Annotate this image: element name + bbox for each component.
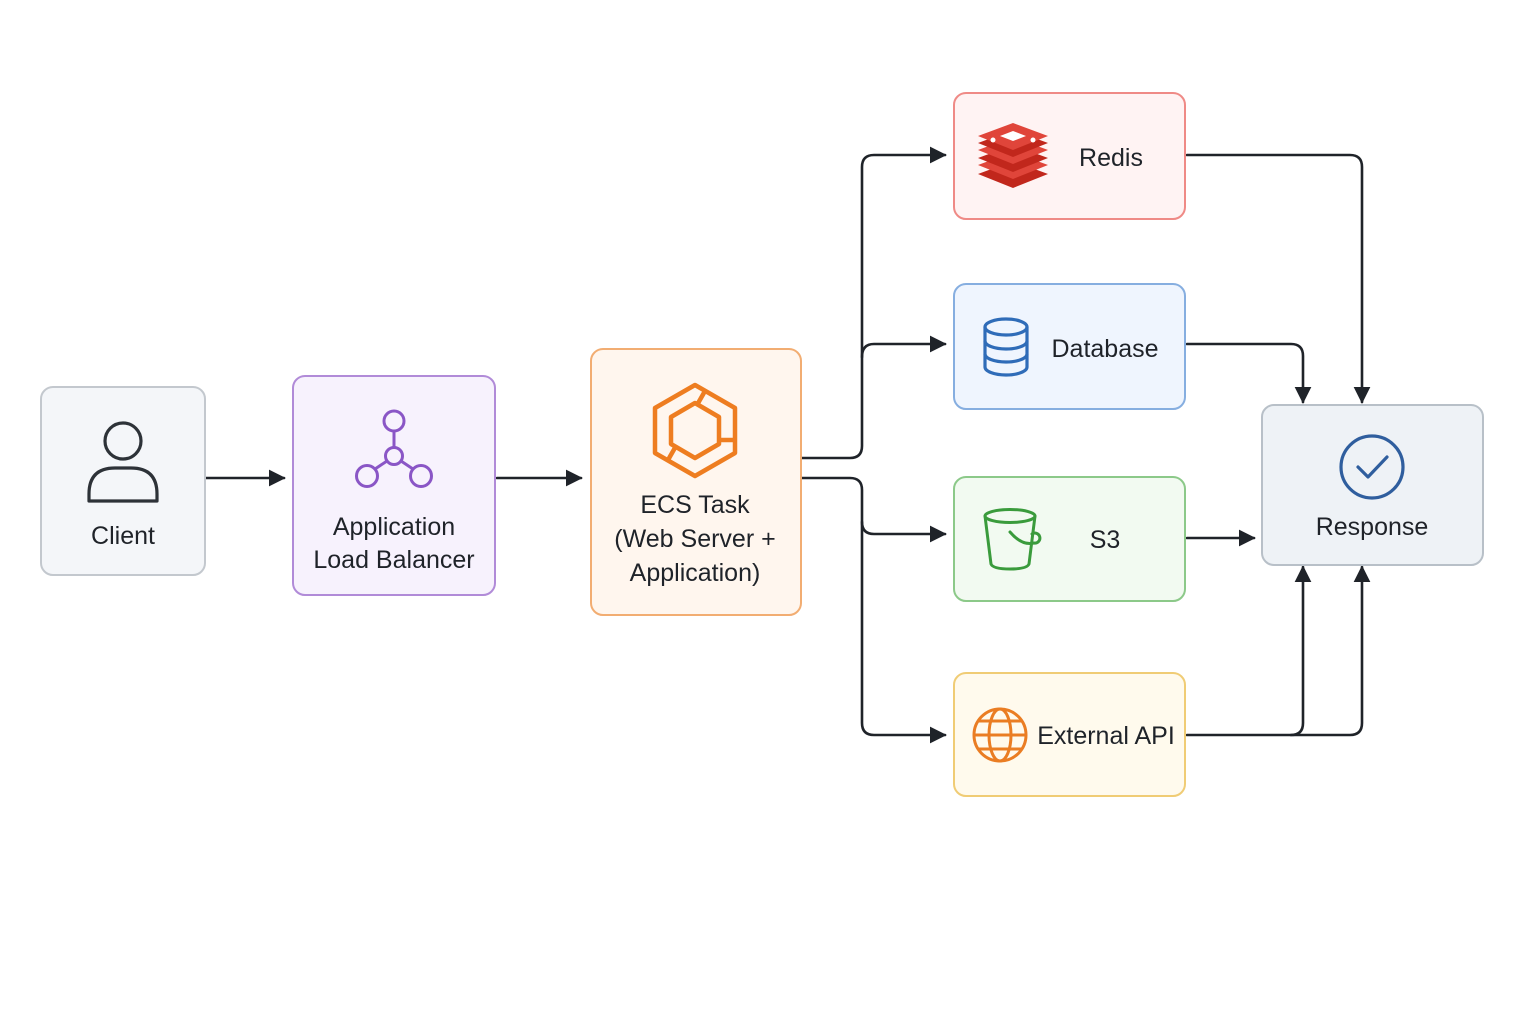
edge-ecs-to-redis — [800, 146, 947, 460]
ecs-node[interactable]: ECS Task (Web Server + Application) — [590, 348, 802, 616]
alb-box — [292, 375, 496, 596]
external-api-box — [953, 672, 1186, 797]
redis-node[interactable]: Redis — [953, 92, 1186, 220]
database-node[interactable]: Database — [953, 283, 1186, 410]
redis-icon — [978, 123, 1048, 188]
ecs-label-line-3: Application) — [630, 559, 761, 587]
response-node[interactable]: Response — [1261, 404, 1484, 566]
database-icon — [983, 317, 1029, 377]
edge-ecs-to-database — [860, 335, 947, 359]
globe-icon — [972, 707, 1028, 763]
ecs-label-line-2: (Web Server + — [614, 525, 775, 553]
response-label: Response — [1316, 513, 1429, 541]
s3-node[interactable]: S3 — [953, 476, 1186, 602]
client-box — [40, 386, 206, 576]
load-balancer-icon — [355, 409, 433, 488]
edge-redis-to-response — [1185, 153, 1371, 404]
edge-database-to-response — [1185, 342, 1312, 404]
ecs-label-line-1: ECS Task — [640, 491, 750, 519]
edge-ecs-to-external-api — [860, 520, 947, 744]
user-icon — [87, 421, 159, 503]
ecs-icon — [652, 382, 738, 479]
ecs-box — [590, 348, 802, 616]
external-api-node[interactable]: External API — [953, 672, 1186, 797]
edge-external-api-to-response-b — [1289, 565, 1371, 737]
database-box — [953, 283, 1186, 410]
response-box — [1261, 404, 1484, 566]
alb-label-line-2: Load Balancer — [313, 546, 474, 574]
s3-label: S3 — [1090, 526, 1121, 554]
client-node[interactable]: Client — [40, 386, 206, 576]
client-label: Client — [91, 522, 155, 550]
edges — [204, 146, 1371, 744]
check-circle-icon — [1339, 434, 1405, 500]
external-api-label: External API — [1037, 722, 1175, 750]
redis-label: Redis — [1079, 144, 1143, 172]
bucket-icon — [983, 508, 1042, 571]
edge-ecs-to-s3 — [800, 476, 947, 543]
alb-node[interactable]: Application Load Balancer — [292, 375, 496, 596]
database-label: Database — [1051, 335, 1158, 363]
alb-label-line-1: Application — [333, 513, 455, 541]
edge-external-api-to-response-a — [1185, 565, 1312, 737]
